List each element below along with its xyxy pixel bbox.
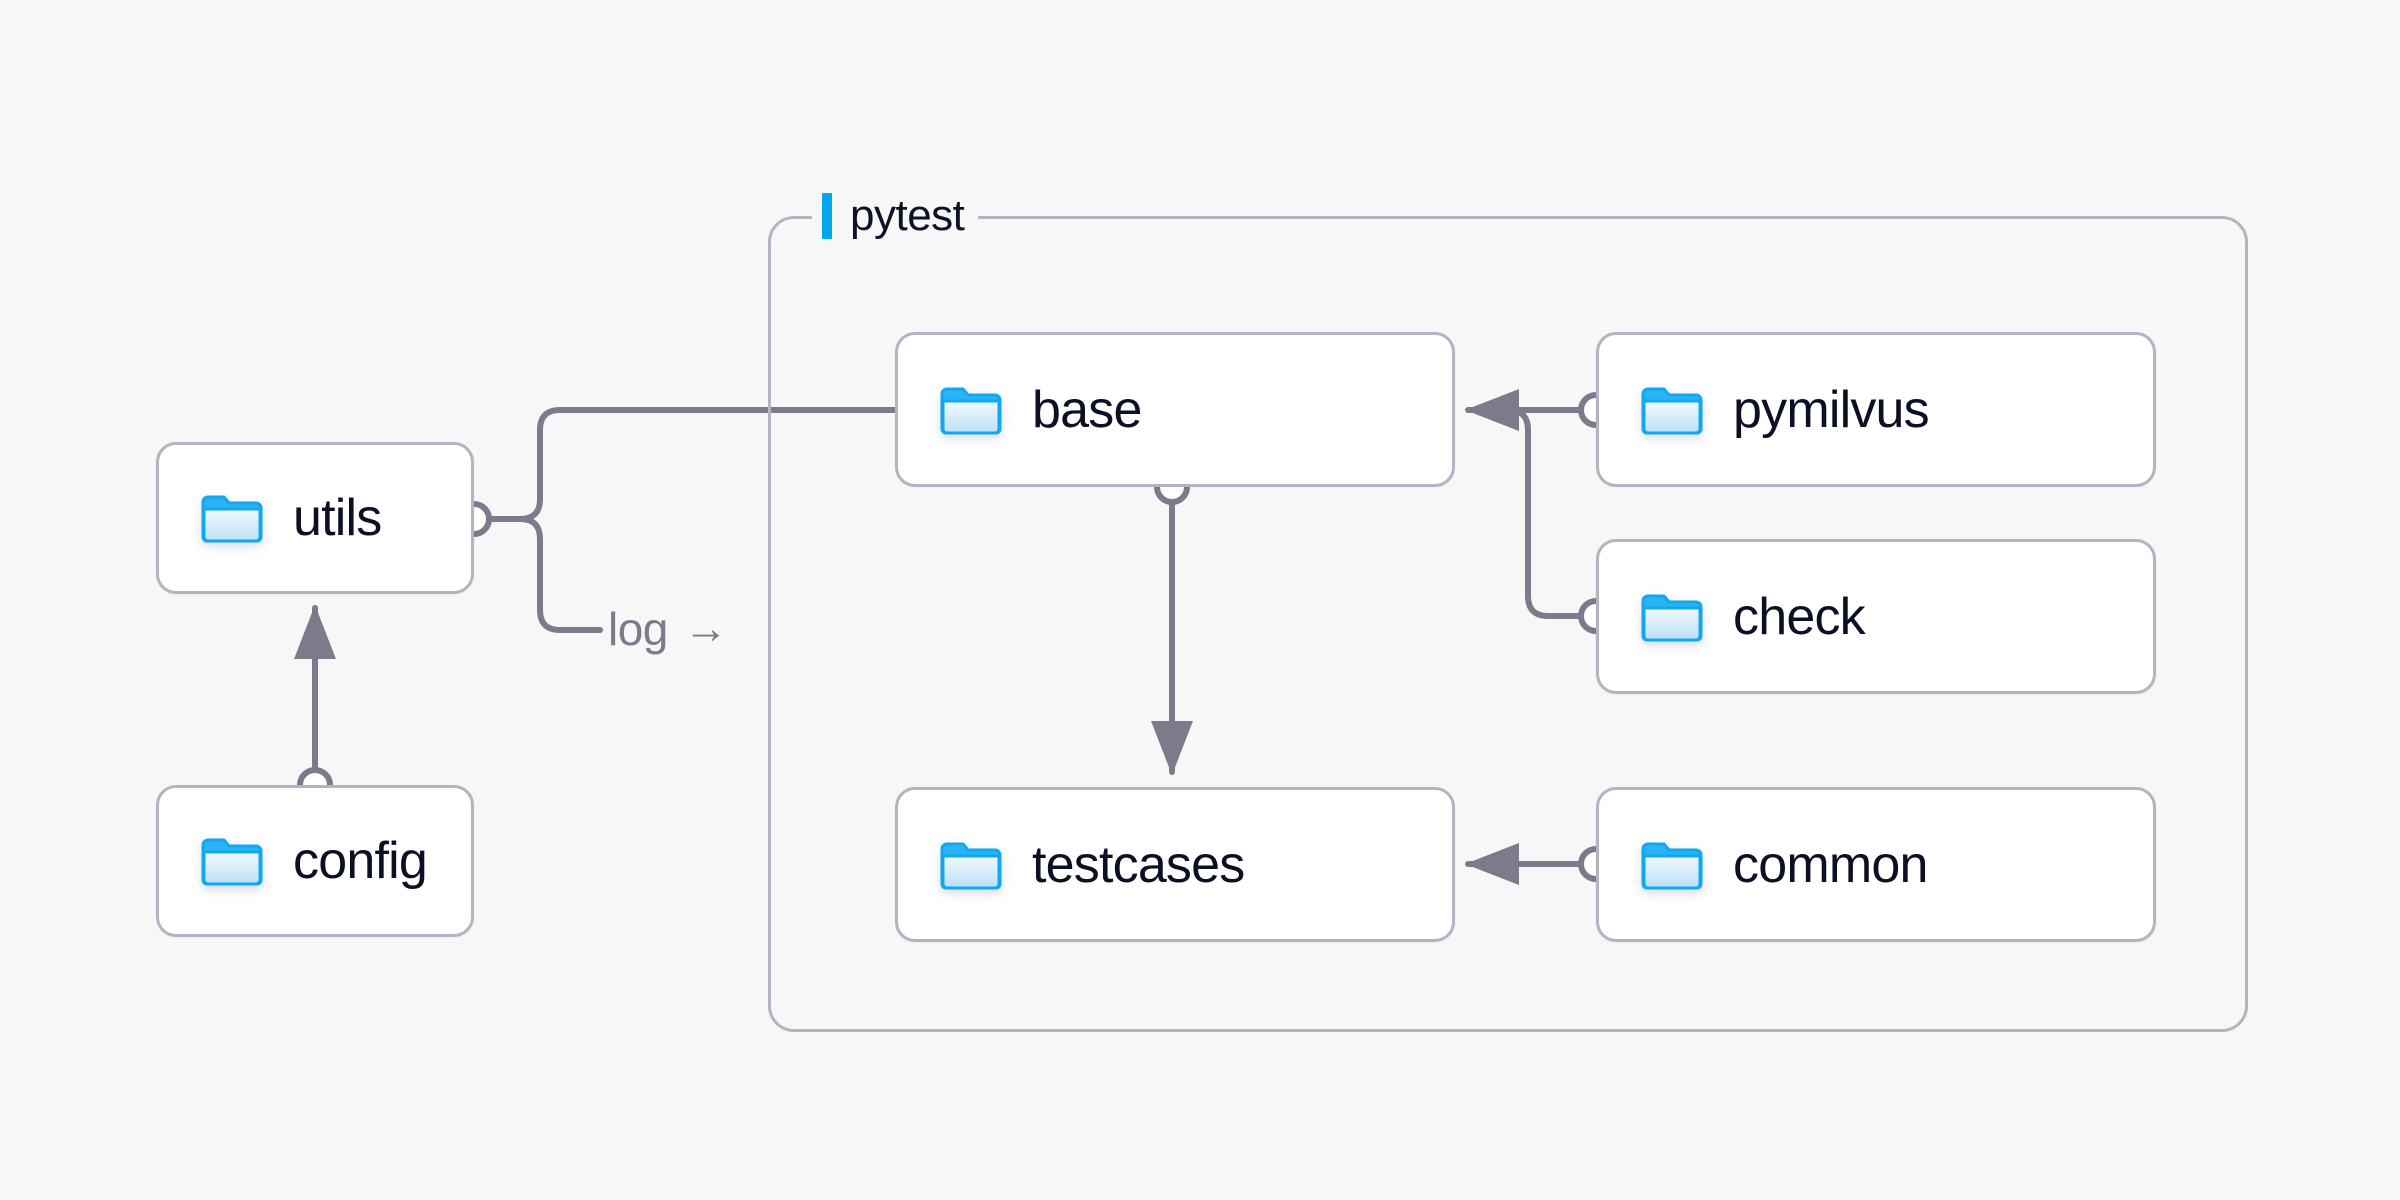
group-label-pytest: pytest bbox=[812, 188, 979, 244]
node-label: pymilvus bbox=[1733, 380, 1930, 439]
folder-icon bbox=[1641, 385, 1703, 435]
folder-icon bbox=[1641, 840, 1703, 890]
group-label-text: pytest bbox=[850, 191, 965, 240]
folder-icon bbox=[201, 836, 263, 886]
node-label: testcases bbox=[1032, 835, 1245, 894]
group-accent-bar bbox=[822, 193, 832, 239]
folder-icon bbox=[201, 493, 263, 543]
edge-utils-log bbox=[487, 516, 603, 633]
node-label: check bbox=[1733, 587, 1866, 646]
folder-icon bbox=[940, 840, 1002, 890]
node-utils[interactable]: utils bbox=[156, 442, 474, 594]
edge-label-log: log → bbox=[608, 603, 728, 655]
node-label: base bbox=[1032, 380, 1142, 439]
node-common[interactable]: common bbox=[1596, 787, 2156, 942]
node-check[interactable]: check bbox=[1596, 539, 2156, 694]
node-label: config bbox=[293, 832, 428, 890]
group-container-pytest bbox=[768, 216, 2248, 1032]
node-label: utils bbox=[293, 489, 382, 547]
node-testcases[interactable]: testcases bbox=[895, 787, 1455, 942]
node-config[interactable]: config bbox=[156, 785, 474, 937]
node-label: common bbox=[1733, 835, 1928, 894]
node-pymilvus[interactable]: pymilvus bbox=[1596, 332, 2156, 487]
node-base[interactable]: base bbox=[895, 332, 1455, 487]
folder-icon bbox=[940, 385, 1002, 435]
folder-icon bbox=[1641, 592, 1703, 642]
edge-label-log-text: log bbox=[608, 603, 668, 655]
arrow-right-icon: → bbox=[683, 604, 728, 653]
